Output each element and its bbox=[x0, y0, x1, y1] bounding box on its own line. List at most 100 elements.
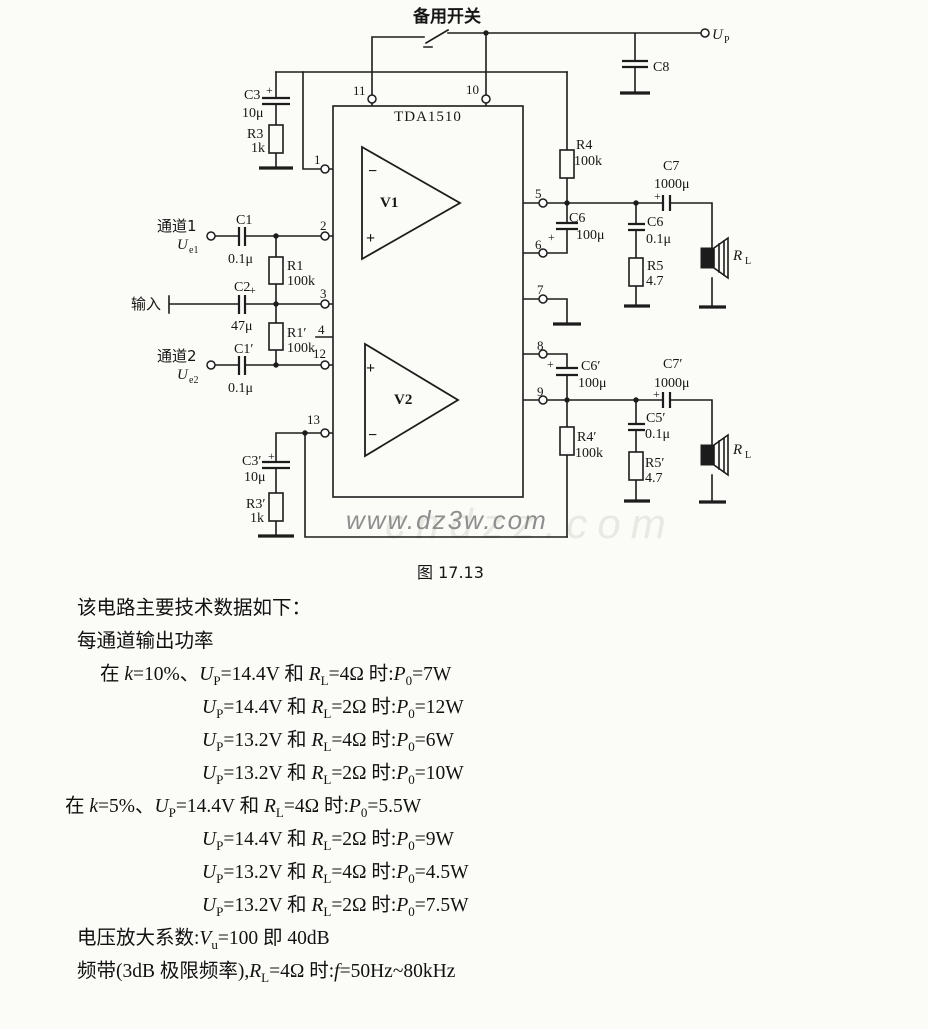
spec-line: UP=13.2V 和 RL=2Ω 时:P0=10W bbox=[202, 763, 464, 787]
ue2-label-sub: e2 bbox=[189, 375, 198, 386]
input-terminal-ch1 bbox=[206, 231, 216, 241]
c6-polarity: + bbox=[548, 230, 555, 244]
pin3-circle bbox=[320, 299, 330, 309]
label-r4: R4 bbox=[576, 138, 592, 153]
label-c8: C8 bbox=[653, 60, 669, 75]
label-c5-prime: C5′ bbox=[646, 411, 665, 426]
load2-label-sub: L bbox=[745, 450, 751, 461]
pin5-label: 5 bbox=[535, 186, 542, 201]
pin13-label: 13 bbox=[307, 412, 320, 427]
pin9-circle bbox=[538, 395, 548, 405]
spec-line: UP=13.2V 和 RL=4Ω 时:P0=6W bbox=[202, 730, 454, 754]
pin1-circle bbox=[320, 164, 330, 174]
c3-polarity: + bbox=[266, 83, 273, 97]
figure-caption: 图 17.13 bbox=[417, 563, 484, 582]
v1-inverting-sign: − bbox=[368, 163, 377, 180]
pin11-label: 11 bbox=[353, 83, 366, 98]
label-r3-prime: R3′ bbox=[246, 497, 265, 512]
junction-dots bbox=[273, 30, 639, 436]
label-c1: C1 bbox=[236, 213, 252, 228]
label-r3-prime-value: 1k bbox=[250, 511, 264, 526]
label-c7-prime: C7′ bbox=[663, 357, 682, 372]
label-r1-value: 100k bbox=[287, 274, 315, 289]
input-terminal-ch2 bbox=[206, 360, 216, 370]
label-r5-prime-value: 4.7 bbox=[645, 471, 663, 486]
label-c2-value: 47μ bbox=[231, 319, 253, 334]
spec-line: 在 k=5%、UP=14.4V 和 RL=4Ω 时:P0=5.5W bbox=[65, 796, 422, 820]
label-c3: C3 bbox=[244, 88, 260, 103]
label-r1-prime-value: 100k bbox=[287, 341, 315, 356]
load1-label-sub: L bbox=[745, 256, 751, 267]
pin2-label: 2 bbox=[320, 218, 327, 233]
label-c3-prime: C3′ bbox=[242, 454, 261, 469]
label-r5-value: 4.7 bbox=[646, 274, 664, 289]
label-r4-prime: R4′ bbox=[577, 430, 596, 445]
ue1-label: U bbox=[177, 237, 189, 253]
label-c6b-value: 0.1μ bbox=[646, 232, 671, 247]
spec-line: 在 k=10%、UP=14.4V 和 RL=4Ω 时:P0=7W bbox=[100, 664, 452, 688]
resistor-r4 bbox=[559, 149, 575, 179]
label-c6b: C6 bbox=[647, 215, 663, 230]
spec-line: UP=14.4V 和 RL=2Ω 时:P0=9W bbox=[202, 829, 454, 853]
pin8-circle bbox=[538, 349, 548, 359]
load2-label: R bbox=[732, 442, 742, 458]
label-c5-prime-value: 0.1μ bbox=[645, 427, 670, 442]
pin10-label: 10 bbox=[466, 82, 479, 97]
pin12-label: 12 bbox=[313, 346, 326, 361]
resistor-r5-prime bbox=[628, 451, 644, 481]
pin6-label: 6 bbox=[535, 237, 542, 252]
label-r5: R5 bbox=[647, 259, 663, 274]
supply-label: U bbox=[712, 27, 724, 43]
label-c6-value: 100μ bbox=[576, 228, 605, 243]
pin11-circle bbox=[367, 94, 377, 104]
spec-line: UP=14.4V 和 RL=2Ω 时:P0=12W bbox=[202, 697, 464, 721]
spec-lines: 该电路主要技术数据如下：每通道输出功率在 k=10%、UP=14.4V 和 RL… bbox=[65, 592, 469, 988]
supply-label-sub: P bbox=[724, 35, 730, 46]
label-c6-prime-value: 100μ bbox=[578, 376, 607, 391]
supply-terminal bbox=[700, 28, 710, 38]
resistor-r1 bbox=[268, 256, 284, 285]
c2-polarity: + bbox=[249, 283, 256, 297]
pin1-label: 1 bbox=[314, 152, 321, 167]
resistor-r5 bbox=[628, 257, 644, 287]
pin7-label: 7 bbox=[537, 282, 544, 297]
spec-line: 每通道输出功率 bbox=[77, 631, 214, 652]
circuit-schematic: cndzz.com www.dz3w.com bbox=[131, 6, 751, 582]
load1-label: R bbox=[732, 248, 742, 264]
label-c1-prime-value: 0.1μ bbox=[228, 381, 253, 396]
pin7-circle bbox=[538, 294, 548, 304]
watermark-background: cndzz.com bbox=[385, 500, 676, 547]
c7-prime-polarity: + bbox=[653, 387, 660, 401]
pin9-label: 9 bbox=[537, 384, 544, 399]
ue2-label: U bbox=[177, 367, 189, 383]
label-c7-value: 1000μ bbox=[654, 177, 690, 192]
spec-line: 频带(3dB 极限频率),RL=4Ω 时:f=50Hz~80kHz bbox=[77, 961, 456, 985]
ic-label: TDA1510 bbox=[394, 109, 462, 125]
label-r3: R3 bbox=[247, 127, 263, 142]
watermark: www.dz3w.com bbox=[346, 505, 548, 535]
pin5-circle bbox=[538, 198, 548, 208]
speaker-ch1-icon bbox=[700, 236, 729, 280]
opamp-v2-label: V2 bbox=[394, 392, 412, 408]
label-c1-prime: C1′ bbox=[234, 342, 253, 357]
label-r3-value: 1k bbox=[251, 141, 265, 156]
spec-line: 电压放大系数:Vu=100 即 40dB bbox=[77, 928, 330, 952]
resistor-r1-prime bbox=[268, 322, 284, 351]
channel1-label: 通道1 bbox=[157, 217, 197, 235]
resistor-r3 bbox=[268, 124, 284, 154]
ue1-label-sub: e1 bbox=[189, 245, 198, 256]
label-c7: C7 bbox=[663, 159, 679, 174]
label-c6-prime: C6′ bbox=[581, 359, 600, 374]
c7-polarity: + bbox=[654, 189, 661, 203]
label-c3-prime-value: 10μ bbox=[244, 470, 266, 485]
resistor-r4-prime bbox=[559, 426, 575, 456]
v2-noninverting-sign: + bbox=[366, 360, 375, 377]
label-r1: R1 bbox=[287, 259, 303, 274]
pin10-circle bbox=[481, 94, 491, 104]
pin-circles bbox=[206, 28, 710, 438]
c3-prime-polarity: + bbox=[268, 449, 275, 463]
pin8-label: 8 bbox=[537, 338, 544, 353]
speaker-ch2-icon bbox=[700, 433, 729, 477]
label-r5-prime: R5′ bbox=[645, 456, 664, 471]
